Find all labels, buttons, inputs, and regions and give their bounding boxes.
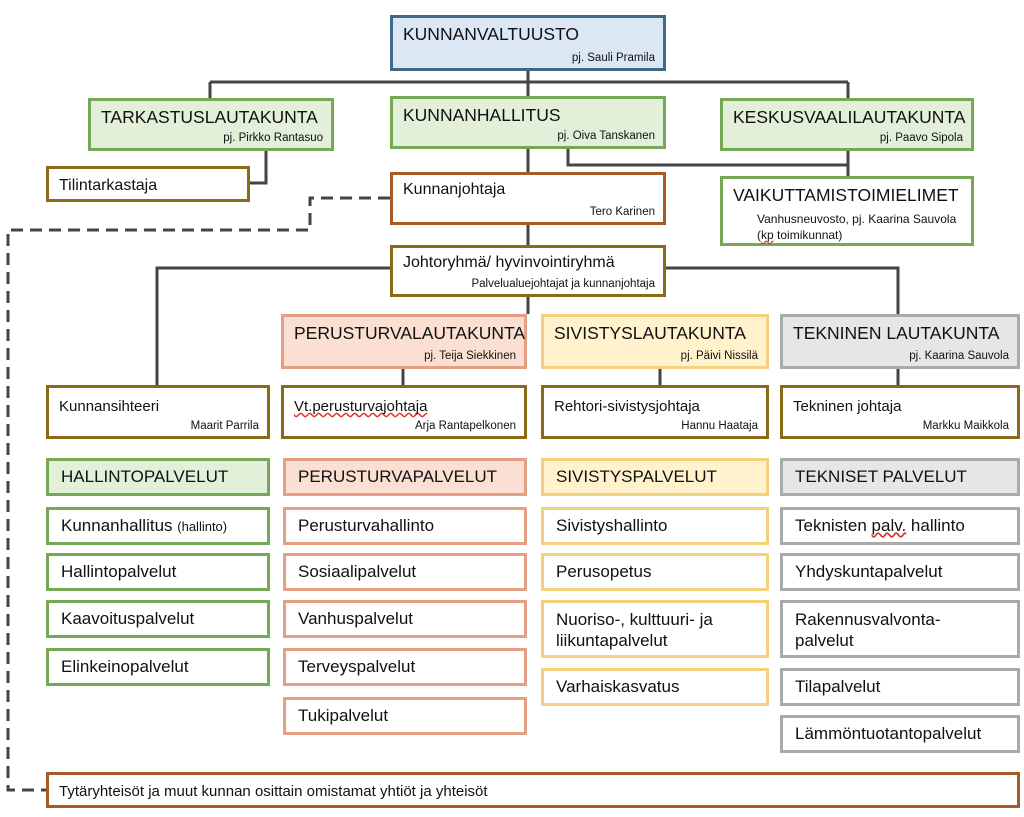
social-board-box: PERUSTURVALAUTAKUNTA pj. Teija Siekkinen — [281, 314, 527, 369]
admin-lead-title: Kunnansihteeri — [59, 398, 160, 415]
influence-bodies-line1: Vanhusneuvosto, pj. Kaarina Sauvola — [757, 212, 957, 226]
education-board-box: SIVISTYSLAUTAKUNTA pj. Päivi Nissilä — [541, 314, 769, 369]
admin-lead-box: Kunnansihteeri Maarit Parrila — [46, 385, 270, 439]
admin-item: Kaavoituspalvelut — [46, 600, 270, 638]
social-board-title: PERUSTURVALAUTAKUNTA — [294, 323, 526, 343]
technical-item: Tilapalvelut — [780, 668, 1020, 706]
audit-board-title: TARKASTUSLAUTAKUNTA — [101, 107, 318, 127]
social-lead-title: Vt.perusturvajohtaja — [294, 398, 428, 415]
technical-board-title: TEKNINEN LAUTAKUNTA — [793, 323, 1000, 343]
social-lead-box: Vt.perusturvajohtaja Arja Rantapelkonen — [281, 385, 527, 439]
municipal-board-chair: pj. Oiva Tanskanen — [557, 130, 655, 142]
education-board-chair: pj. Päivi Nissilä — [680, 350, 758, 362]
council-chair: pj. Sauli Pramila — [571, 52, 655, 64]
municipal-board-box: KUNNANHALLITUS pj. Oiva Tanskanen — [390, 96, 666, 149]
social-item: Terveyspalvelut — [283, 648, 527, 686]
management-group-title: Johtoryhmä/ hyvinvointiryhmä — [403, 254, 615, 271]
technical-board-box: TEKNINEN LAUTAKUNTA pj. Kaarina Sauvola — [780, 314, 1020, 369]
admin-lead-name: Maarit Parrila — [190, 420, 259, 432]
social-item: Vanhuspalvelut — [283, 600, 527, 638]
admin-item: Kunnanhallitus (hallinto) — [46, 507, 270, 545]
technical-board-chair: pj. Kaarina Sauvola — [909, 350, 1009, 362]
council-title: KUNNANVALTUUSTO — [403, 24, 579, 44]
municipal-board-title: KUNNANHALLITUS — [403, 105, 561, 125]
auditor-box: Tilintarkastaja — [46, 166, 250, 202]
technical-lead-title: Tekninen johtaja — [793, 398, 902, 415]
management-group-box: Johtoryhmä/ hyvinvointiryhmä Palvelualue… — [390, 245, 666, 297]
technical-item: Rakennusvalvonta-palvelut — [780, 600, 1020, 658]
subsidiaries-box: Tytäryhteisöt ja muut kunnan osittain om… — [46, 772, 1020, 808]
audit-board-chair: pj. Pirkko Rantasuo — [223, 132, 323, 144]
auditor-title: Tilintarkastaja — [59, 177, 158, 194]
education-board-title: SIVISTYSLAUTAKUNTA — [554, 323, 746, 343]
election-board-chair: pj. Paavo Sipola — [879, 132, 963, 144]
influence-bodies-title: VAIKUTTAMISTOIMIELIMET — [733, 185, 959, 205]
education-services-header: SIVISTYSPALVELUT — [541, 458, 769, 496]
education-lead-name: Hannu Haataja — [681, 420, 758, 432]
technical-lead-name: Markku Maikkola — [922, 420, 1009, 432]
education-item: Sivistyshallinto — [541, 507, 769, 545]
admin-item: Hallintopalvelut — [46, 553, 270, 591]
social-item: Sosiaalipalvelut — [283, 553, 527, 591]
audit-board-box: TARKASTUSLAUTAKUNTA pj. Pirkko Rantasuo — [88, 98, 334, 151]
social-item: Tukipalvelut — [283, 697, 527, 735]
social-item: Perusturvahallinto — [283, 507, 527, 545]
manager-title: Kunnanjohtaja — [403, 181, 506, 198]
social-lead-name: Arja Rantapelkonen — [414, 420, 516, 432]
influence-bodies-line2: (kp toimikunnat) — [757, 228, 843, 242]
influence-bodies-box: VAIKUTTAMISTOIMIELIMET Vanhusneuvosto, p… — [720, 176, 974, 246]
subsidiaries-title: Tytäryhteisöt ja muut kunnan osittain om… — [59, 783, 488, 800]
social-services-header: PERUSTURVAPALVELUT — [283, 458, 527, 496]
manager-box: Kunnanjohtaja Tero Karinen — [390, 172, 666, 225]
education-lead-box: Rehtori-sivistysjohtaja Hannu Haataja — [541, 385, 769, 439]
technical-item: Lämmöntuotantopalvelut — [780, 715, 1020, 753]
social-board-chair: pj. Teija Siekkinen — [424, 350, 516, 362]
admin-item: Elinkeinopalvelut — [46, 648, 270, 686]
education-item: Perusopetus — [541, 553, 769, 591]
election-board-title: KESKUSVAALILAUTAKUNTA — [733, 107, 966, 127]
technical-lead-box: Tekninen johtaja Markku Maikkola — [780, 385, 1020, 439]
admin-services-header: HALLINTOPALVELUT — [46, 458, 270, 496]
election-board-box: KESKUSVAALILAUTAKUNTA pj. Paavo Sipola — [720, 98, 974, 151]
management-group-subtitle: Palvelualuejohtajat ja kunnanjohtaja — [471, 278, 655, 290]
council-box: KUNNANVALTUUSTO pj. Sauli Pramila — [390, 15, 666, 71]
technical-item: Yhdyskuntapalvelut — [780, 553, 1020, 591]
technical-item: Teknisten palv. hallinto — [780, 507, 1020, 545]
manager-name: Tero Karinen — [589, 206, 655, 218]
technical-services-header: TEKNISET PALVELUT — [780, 458, 1020, 496]
education-lead-title: Rehtori-sivistysjohtaja — [554, 398, 700, 415]
education-item: Varhaiskasvatus — [541, 668, 769, 706]
